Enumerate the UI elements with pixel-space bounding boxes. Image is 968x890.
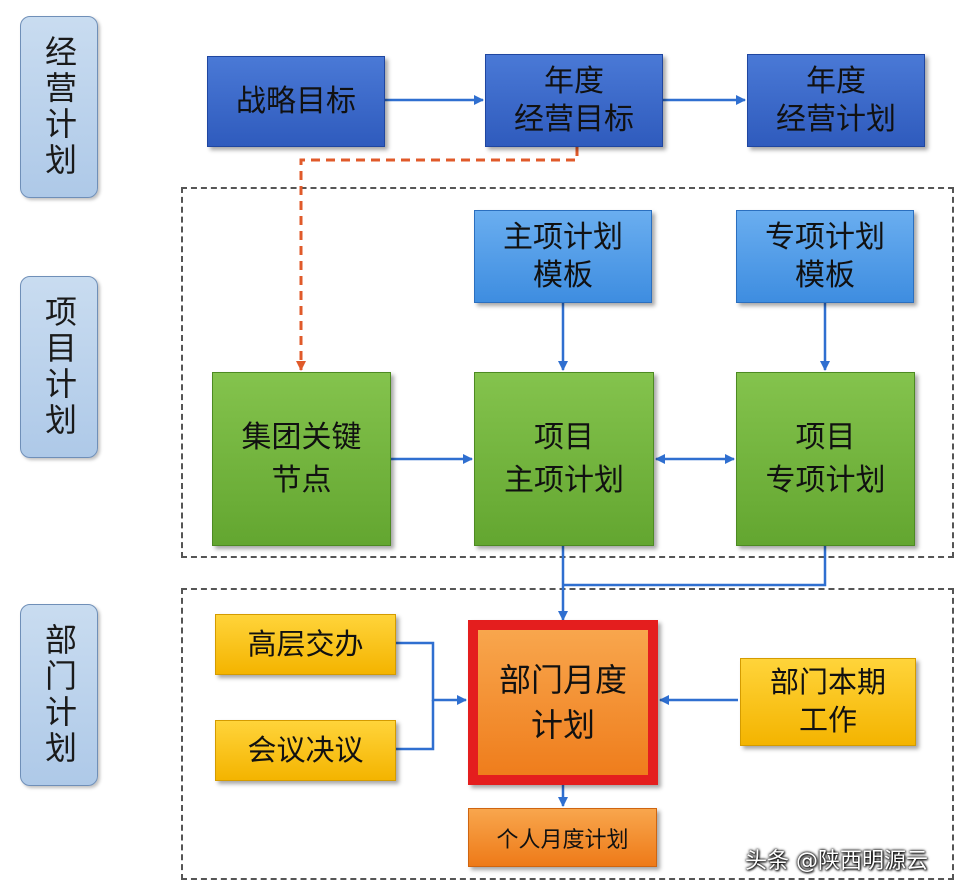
arrow-dashed-goal-to-milestones	[296, 147, 579, 371]
node-annual-business-plan: 年度 经营计划	[747, 54, 925, 147]
node-main-plan-template: 主项计划 模板	[474, 210, 652, 303]
node-group-key-milestones: 集团关键 节点	[212, 372, 391, 546]
node-meeting-resolution: 会议决议	[215, 720, 396, 781]
section-department-plan-label: 部门计划	[40, 623, 78, 767]
node-project-special-plan: 项目 专项计划	[736, 372, 915, 546]
node-personal-monthly-plan: 个人月度计划	[468, 808, 657, 867]
node-dept-monthly-plan: 部门月度 计划	[468, 620, 658, 785]
project-plan-region	[181, 187, 954, 558]
line-meeting-to-dept-plan	[396, 700, 435, 751]
section-project-plan: 项目计划	[20, 276, 98, 458]
section-business-plan-label: 经营计划	[40, 35, 78, 179]
node-project-main-plan: 项目 主项计划	[474, 372, 654, 546]
node-special-plan-template: 专项计划 模板	[736, 210, 914, 303]
line-special-plan-merge	[563, 546, 827, 587]
node-senior-assignment: 高层交办	[215, 614, 396, 675]
node-strategic-goal: 战略目标	[207, 56, 385, 147]
arrow-senior-to-dept-plan	[396, 641, 467, 705]
section-department-plan: 部门计划	[20, 604, 98, 786]
node-annual-business-goal: 年度 经营目标	[485, 54, 663, 147]
department-plan-region	[181, 588, 954, 880]
section-business-plan: 经营计划	[20, 16, 98, 198]
watermark: 头条 @陕西明源云	[745, 849, 928, 874]
node-dept-current-work: 部门本期 工作	[740, 658, 916, 746]
section-project-plan-label: 项目计划	[40, 295, 78, 439]
